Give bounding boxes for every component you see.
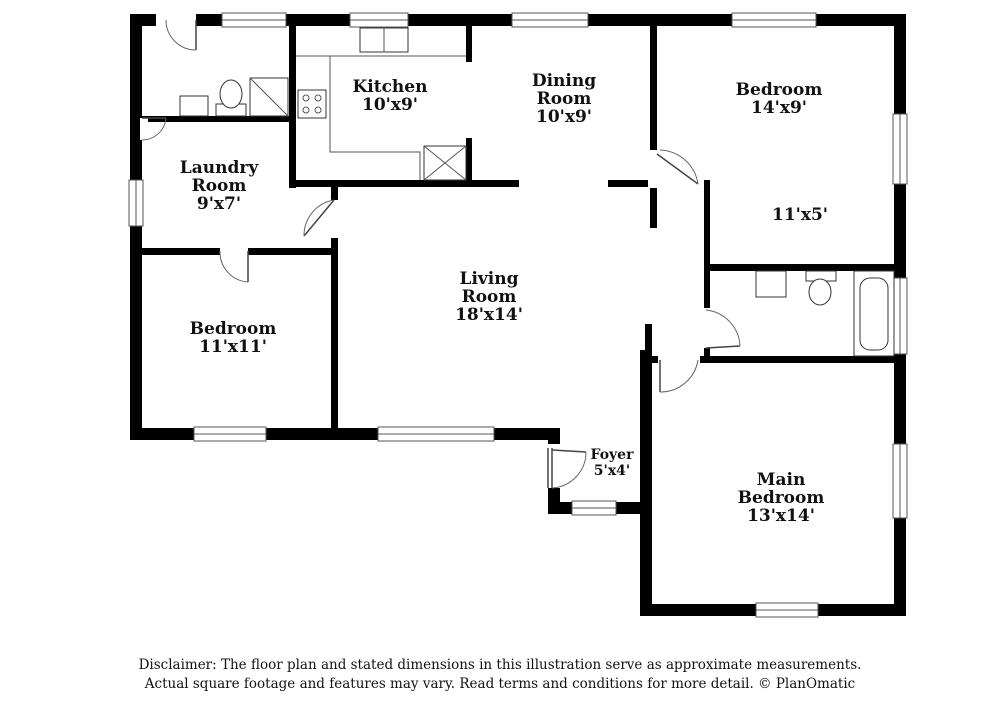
main-bedroom-name-line2: Bedroom: [738, 488, 825, 508]
laundry-name-line1: Laundry: [180, 158, 260, 178]
bedroom-w-dims: 11'x11': [199, 337, 267, 357]
bedroom-ne-dims: 14'x9': [751, 98, 807, 118]
laundry-dims: 9'x7': [197, 194, 241, 214]
laundry-name-line2: Room: [192, 176, 247, 196]
kitchen-dims: 10'x9': [362, 95, 418, 115]
disclaimer-line-1: Disclaimer: The floor plan and stated di…: [138, 657, 862, 673]
living-name-line1: Living: [460, 269, 519, 289]
floor-plan: Kitchen 10'x9' Dining Room 10'x9' Bedroo…: [128, 12, 908, 618]
foyer-name: Foyer: [591, 447, 635, 463]
bedroom-ne-name: Bedroom: [736, 80, 823, 100]
bedroom-ne-closet-dims: 11'x5': [772, 205, 828, 225]
doors: [140, 12, 741, 489]
windows: [128, 12, 908, 618]
interior-walls: [142, 22, 900, 434]
living-name-line2: Room: [462, 287, 517, 307]
dining-name-line2: Room: [537, 89, 592, 109]
dining-name-line1: Dining: [532, 71, 596, 91]
main-bedroom-dims: 13'x14': [747, 506, 815, 526]
room-labels: Kitchen 10'x9' Dining Room 10'x9' Bedroo…: [180, 71, 828, 526]
disclaimer-line-2: Actual square footage and features may v…: [144, 676, 856, 692]
living-dims: 18'x14': [455, 305, 523, 325]
kitchen-name: Kitchen: [353, 77, 428, 97]
foyer-dims: 5'x4': [594, 463, 630, 479]
bedroom-w-name: Bedroom: [190, 319, 277, 339]
fixtures: [179, 27, 895, 357]
main-bedroom-name-line1: Main: [757, 470, 806, 490]
dining-dims: 10'x9': [536, 107, 592, 127]
